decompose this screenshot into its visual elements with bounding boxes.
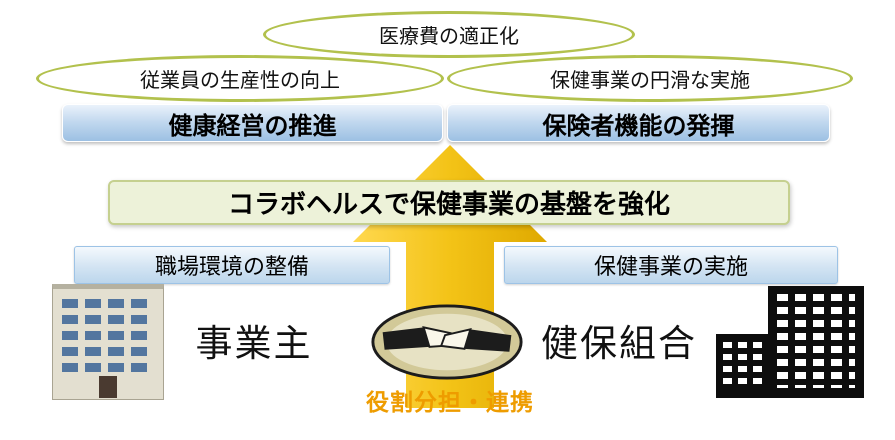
outcome-health-management-bar: 健康経営の推進 — [62, 104, 443, 142]
goal-medical-cost-label: 医療費の適正化 — [379, 26, 519, 48]
role-workplace-label: 職場環境の整備 — [154, 254, 309, 279]
goal-medical-cost-ellipse: 医療費の適正化 — [263, 11, 635, 58]
role-sharing-caption: 役割分担・連携 — [330, 385, 570, 415]
outcome-insurer-function-label: 保険者機能の発揮 — [542, 112, 735, 140]
handshake-icon — [368, 303, 526, 381]
role-sharing-caption-text: 役割分担・連携 — [366, 389, 534, 415]
employer-label: 事業主 — [176, 316, 332, 364]
employer-label-text: 事業主 — [195, 323, 313, 364]
role-workplace-box: 職場環境の整備 — [74, 246, 390, 284]
goal-productivity-ellipse: 従業員の生産性の向上 — [36, 55, 444, 102]
goal-productivity-label: 従業員の生産性の向上 — [140, 70, 340, 92]
goal-health-program-ellipse: 保健事業の円滑な実施 — [447, 55, 853, 102]
employer-building-body — [52, 284, 164, 400]
kenpo-building-icon — [716, 286, 864, 398]
employer-building-windows — [62, 299, 154, 373]
kenpo-union-label: 健保組合 — [534, 316, 704, 364]
collabo-health-banner-label: コラボヘルスで保健事業の基盤を強化 — [227, 189, 670, 219]
goal-health-program-label: 保健事業の円滑な実施 — [550, 70, 750, 92]
collabo-health-banner: コラボヘルスで保健事業の基盤を強化 — [108, 180, 790, 225]
kenpo-building-tower — [768, 286, 864, 398]
role-health-business-label: 保健事業の実施 — [593, 254, 748, 279]
outcome-insurer-function-bar: 保険者機能の発揮 — [447, 104, 830, 142]
outcome-health-management-label: 健康経営の推進 — [168, 112, 337, 140]
kenpo-building-tower-windows — [777, 294, 855, 388]
kenpo-building-annex-windows — [723, 342, 765, 390]
kenpo-union-label-text: 健保組合 — [541, 323, 697, 364]
employer-building-door — [99, 376, 117, 398]
employer-building-icon — [52, 284, 164, 400]
kenpo-building-annex — [716, 334, 772, 398]
role-health-business-box: 保健事業の実施 — [504, 246, 838, 284]
